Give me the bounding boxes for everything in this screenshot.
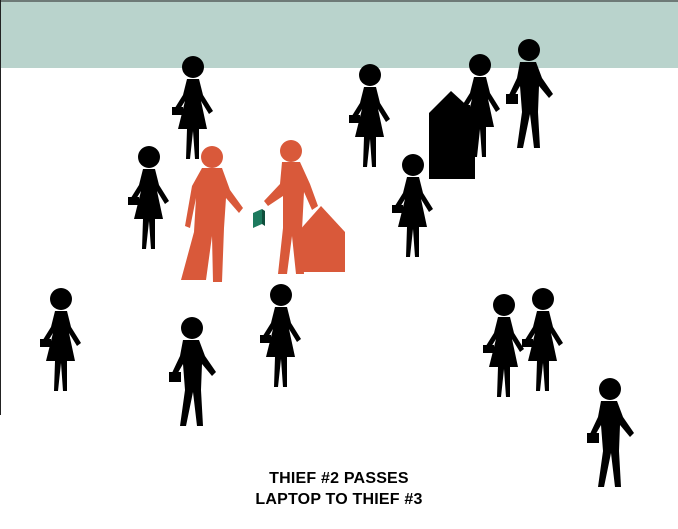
pedestrian-man [169, 317, 216, 426]
caption: THIEF #2 PASSES LAPTOP TO THIEF #3 [0, 468, 678, 510]
pedestrian-woman [128, 146, 169, 249]
pedestrian-woman [349, 64, 390, 167]
house-shape-orange [298, 206, 345, 272]
caption-line-1: THIEF #2 PASSES [0, 468, 678, 489]
laptop-icon [253, 209, 262, 228]
thief-2-figure [181, 146, 243, 282]
pedestrian-woman [483, 294, 524, 397]
pedestrian-woman [522, 288, 563, 391]
pedestrian-woman [260, 284, 301, 387]
pedestrian-woman [172, 56, 213, 159]
laptop-edge-icon [262, 209, 265, 226]
caption-line-2: LAPTOP TO THIEF #3 [0, 489, 678, 510]
sky-band [0, 0, 678, 68]
pedestrian-woman [392, 154, 433, 257]
pedestrian-woman [40, 288, 81, 391]
